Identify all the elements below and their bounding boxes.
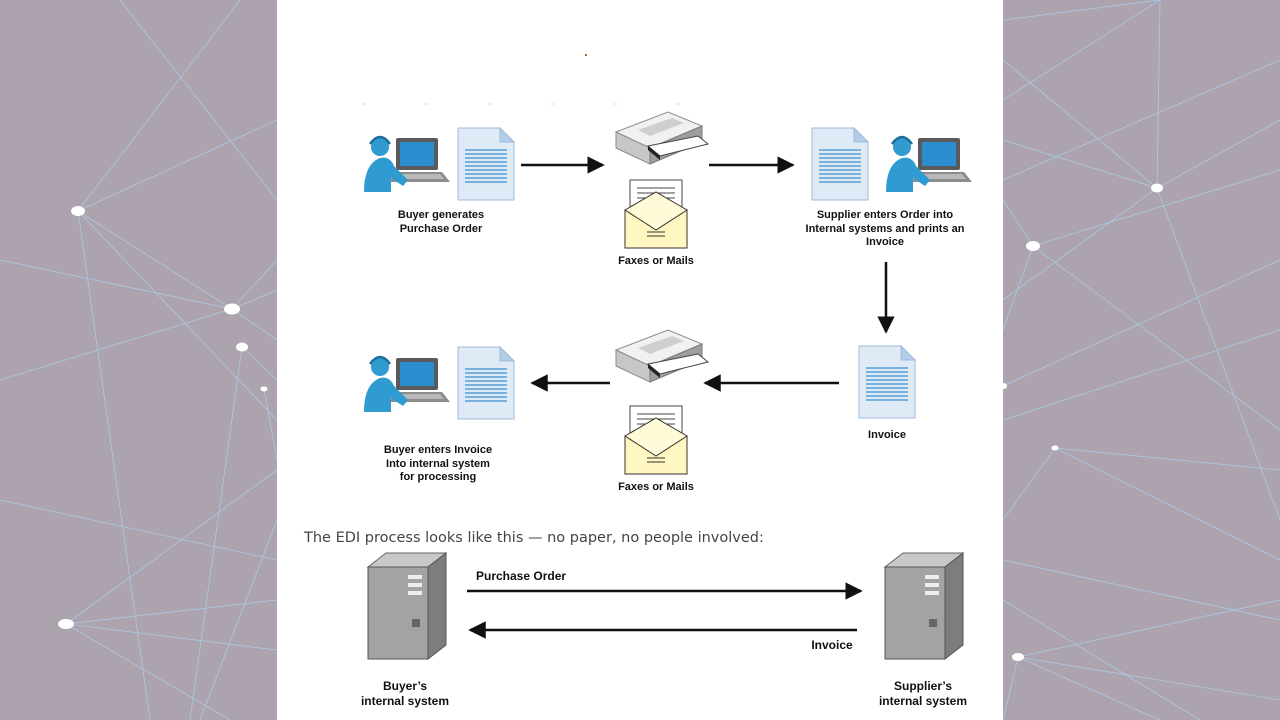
supplier-enters-label: Supplier enters Order into Internal syst… <box>805 209 965 248</box>
edi-diagram <box>362 54 974 660</box>
top-mark <box>585 54 587 56</box>
supplier-system-label: Supplier’s internal system <box>878 679 968 708</box>
edi-caption: The EDI process looks like this — no pap… <box>304 530 764 546</box>
edi-invoice-label: Invoice <box>811 638 853 652</box>
buyer-person-icon <box>362 135 452 194</box>
supplier-server-icon <box>884 552 964 660</box>
buyer-generates-label: Buyer generates Purchase Order <box>397 209 485 235</box>
purchase-order-label: Purchase Order <box>476 569 567 583</box>
invoice-label: Invoice <box>868 429 906 441</box>
invoice-document-icon <box>858 345 916 419</box>
buyer-enters-invoice-label: Buyer enters Invoice Into internal syste… <box>383 444 493 483</box>
buyer-server-icon <box>367 552 447 660</box>
supplier-order-document-icon <box>811 127 869 201</box>
envelope-icon-2 <box>624 405 688 475</box>
fax-machine-icon <box>615 111 709 165</box>
purchase-order-document-icon <box>457 127 515 201</box>
buyer-person-icon-2 <box>362 355 452 414</box>
content-panel: Buyer generates Purchase Order Faxes or … <box>277 0 1003 720</box>
buyer-system-label: Buyer’s internal system <box>360 679 450 708</box>
faxes-or-mails-label-2: Faxes or Mails <box>618 481 694 493</box>
fax-machine-icon-2 <box>615 329 709 383</box>
faxes-or-mails-label: Faxes or Mails <box>618 255 694 267</box>
envelope-icon <box>624 179 688 249</box>
buyer-invoice-document-icon <box>457 346 515 420</box>
supplier-person-icon <box>884 135 974 194</box>
